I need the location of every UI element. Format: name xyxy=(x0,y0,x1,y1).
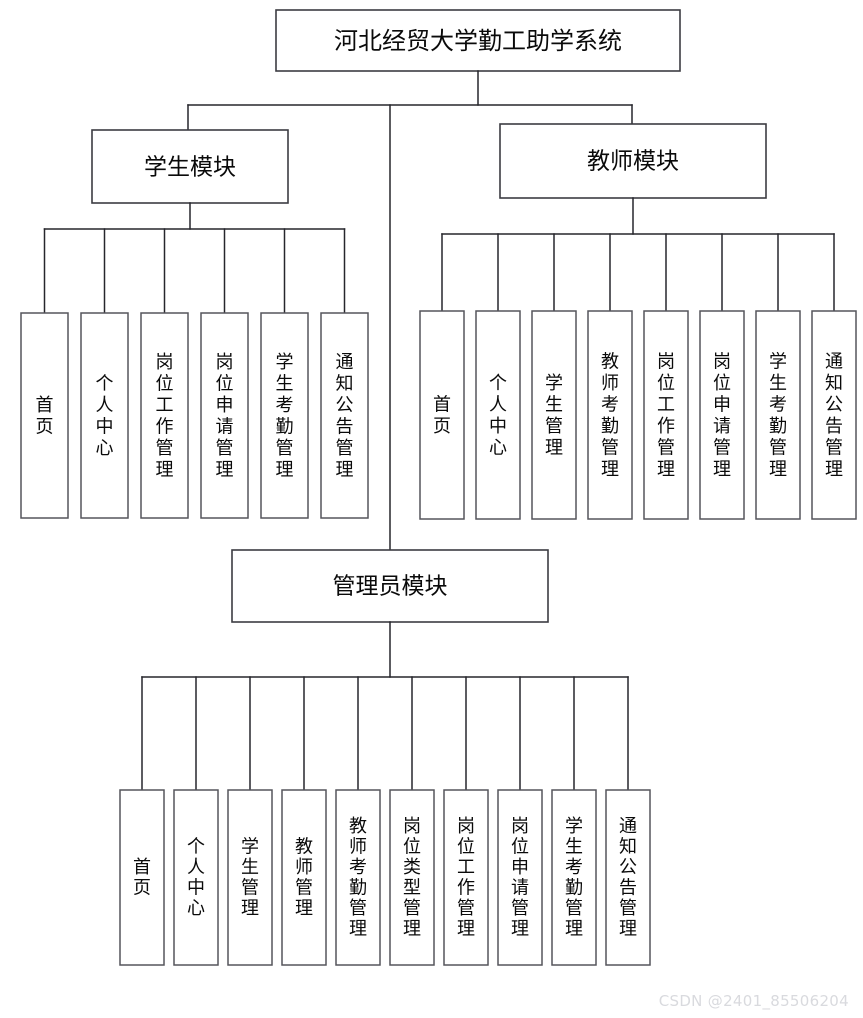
leaf-node-admin-4[interactable]: 教师考勤管理 xyxy=(335,789,381,966)
leaf-node-box[interactable] xyxy=(389,789,435,966)
admin-module-box[interactable] xyxy=(231,549,549,623)
leaf-node-student-1[interactable]: 个人中心 xyxy=(80,312,129,519)
leaf-node-student-5[interactable]: 通知公告管理 xyxy=(320,312,369,519)
leaf-node-box[interactable] xyxy=(227,789,273,966)
leaf-node-box[interactable] xyxy=(643,310,689,520)
student-branch-group: 首页 个人中心 岗位工作管理 岗位申请管理 学生考勤管理 通知公告管理 xyxy=(20,202,369,519)
leaf-node-teacher-3[interactable]: 教师考勤管理 xyxy=(587,310,633,520)
leaf-node-admin-6[interactable]: 岗位工作管理 xyxy=(443,789,489,966)
leaf-node-label: 学生考勤管理 xyxy=(276,352,294,481)
teacher-module-label: 教师模块 xyxy=(587,149,679,175)
leaf-node-box[interactable] xyxy=(260,312,309,519)
leaf-node-student-0[interactable]: 首页 xyxy=(20,312,69,519)
leaf-node-label: 岗位工作管理 xyxy=(156,352,174,481)
leaf-node-label: 学生考勤管理 xyxy=(769,351,787,480)
leaf-node-label: 岗位工作管理 xyxy=(457,816,475,940)
leaf-node-box[interactable] xyxy=(80,312,129,519)
leaf-node-teacher-5[interactable]: 岗位申请管理 xyxy=(699,310,745,520)
leaf-node-student-3[interactable]: 岗位申请管理 xyxy=(200,312,249,519)
leaf-node-label: 个人中心 xyxy=(96,373,114,459)
leaf-node-label: 教师考勤管理 xyxy=(349,816,367,940)
leaf-node-teacher-7[interactable]: 通知公告管理 xyxy=(811,310,857,520)
leaf-node-admin-7[interactable]: 岗位申请管理 xyxy=(497,789,543,966)
leaf-node-student-4[interactable]: 学生考勤管理 xyxy=(260,312,309,519)
admin-module-label: 管理员模块 xyxy=(333,574,448,600)
leaf-node-label: 教师考勤管理 xyxy=(601,351,619,480)
module-node-teacher[interactable]: 教师模块 xyxy=(499,123,767,199)
leaf-node-admin-8[interactable]: 学生考勤管理 xyxy=(551,789,597,966)
leaf-node-box[interactable] xyxy=(443,789,489,966)
leaf-node-label: 教师管理 xyxy=(295,837,313,920)
leaf-node-label: 岗位工作管理 xyxy=(657,351,675,480)
student-module-label: 学生模块 xyxy=(144,155,236,181)
leaf-node-box[interactable] xyxy=(119,789,165,966)
leaf-node-box[interactable] xyxy=(140,312,189,519)
teacher-branch-group: 首页 个人中心 学生管理 教师考勤管理 岗位工作管理 岗位申请管理 学生考勤管理 通知公告管理 xyxy=(419,197,857,520)
leaf-node-box[interactable] xyxy=(335,789,381,966)
leaf-node-box[interactable] xyxy=(173,789,219,966)
leaf-node-box[interactable] xyxy=(587,310,633,520)
leaf-node-admin-9[interactable]: 通知公告管理 xyxy=(605,789,651,966)
leaf-node-label: 岗位申请管理 xyxy=(713,351,731,480)
module-node-student[interactable]: 学生模块 xyxy=(91,129,289,204)
root-node[interactable]: 河北经贸大学勤工助学系统 xyxy=(275,9,681,72)
leaf-node-label: 岗位类型管理 xyxy=(403,816,421,940)
leaf-node-label: 学生考勤管理 xyxy=(565,816,583,940)
leaf-node-box[interactable] xyxy=(281,789,327,966)
root-node-box[interactable] xyxy=(275,9,681,72)
leaf-node-teacher-0[interactable]: 首页 xyxy=(419,310,465,520)
leaf-node-label: 首页 xyxy=(36,395,54,438)
leaf-node-teacher-6[interactable]: 学生考勤管理 xyxy=(755,310,801,520)
leaf-node-admin-3[interactable]: 教师管理 xyxy=(281,789,327,966)
leaf-node-box[interactable] xyxy=(811,310,857,520)
leaf-node-student-2[interactable]: 岗位工作管理 xyxy=(140,312,189,519)
leaf-node-admin-5[interactable]: 岗位类型管理 xyxy=(389,789,435,966)
leaf-node-box[interactable] xyxy=(755,310,801,520)
leaf-node-admin-0[interactable]: 首页 xyxy=(119,789,165,966)
leaf-node-label: 个人中心 xyxy=(187,837,205,920)
leaf-node-label: 通知公告管理 xyxy=(336,352,354,481)
leaf-node-box[interactable] xyxy=(551,789,597,966)
leaf-node-teacher-2[interactable]: 学生管理 xyxy=(531,310,577,520)
leaf-node-admin-1[interactable]: 个人中心 xyxy=(173,789,219,966)
leaf-node-box[interactable] xyxy=(605,789,651,966)
leaf-node-box[interactable] xyxy=(497,789,543,966)
root-node-label: 河北经贸大学勤工助学系统 xyxy=(334,27,622,55)
level1-connectors xyxy=(187,70,633,551)
leaf-node-label: 学生管理 xyxy=(241,837,259,920)
leaf-node-label: 岗位申请管理 xyxy=(216,352,234,481)
leaf-node-label: 首页 xyxy=(433,394,451,437)
student-branch-connectors xyxy=(43,202,346,314)
admin-branch-group: 首页 个人中心 学生管理 教师管理 教师考勤管理 岗位类型管理 岗位工作管理 岗位申请管理 学生… xyxy=(119,621,651,966)
admin-branch-connectors xyxy=(141,621,629,791)
leaf-node-box[interactable] xyxy=(20,312,69,519)
teacher-branch-connectors xyxy=(441,197,835,312)
csdn-watermark: CSDN @2401_85506204 xyxy=(658,992,849,1010)
leaf-node-box[interactable] xyxy=(419,310,465,520)
leaf-node-label: 学生管理 xyxy=(545,373,563,459)
module-node-admin[interactable]: 管理员模块 xyxy=(231,549,549,623)
leaf-node-label: 通知公告管理 xyxy=(619,816,637,940)
leaf-node-teacher-1[interactable]: 个人中心 xyxy=(475,310,521,520)
leaf-node-box[interactable] xyxy=(475,310,521,520)
leaf-node-box[interactable] xyxy=(200,312,249,519)
teacher-module-box[interactable] xyxy=(499,123,767,199)
leaf-node-teacher-4[interactable]: 岗位工作管理 xyxy=(643,310,689,520)
leaf-node-label: 通知公告管理 xyxy=(825,351,843,480)
leaf-node-box[interactable] xyxy=(320,312,369,519)
leaf-node-label: 岗位申请管理 xyxy=(511,816,529,940)
leaf-node-label: 个人中心 xyxy=(489,373,507,459)
leaf-node-box[interactable] xyxy=(699,310,745,520)
leaf-node-label: 首页 xyxy=(133,857,151,899)
leaf-node-admin-2[interactable]: 学生管理 xyxy=(227,789,273,966)
leaf-node-box[interactable] xyxy=(531,310,577,520)
